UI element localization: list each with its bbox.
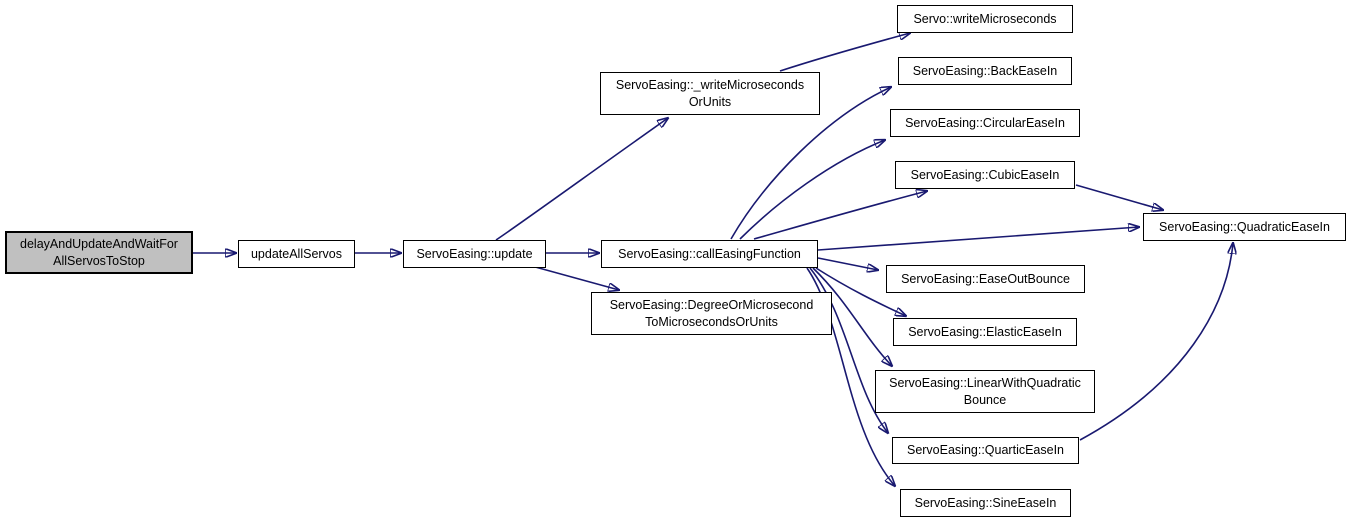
- node-call-easing-function[interactable]: ServoEasing::callEasingFunction: [601, 240, 818, 268]
- node-update-all-servos[interactable]: updateAllServos: [238, 240, 355, 268]
- edge-call-easing-to-elastic-ease-in: [815, 267, 906, 316]
- edge-call-easing-to-sine-ease-in: [806, 267, 895, 486]
- node-degree-or-microsecond-to-microseconds-or-units[interactable]: ServoEasing::DegreeOrMicrosecond ToMicro…: [591, 292, 832, 335]
- edge-call-easing-to-back-ease-in: [730, 87, 891, 240]
- node-elastic-ease-in[interactable]: ServoEasing::ElasticEaseIn: [893, 318, 1077, 346]
- edge-cubic-to-quadratic-ease-in: [1075, 184, 1163, 210]
- node-sine-ease-in[interactable]: ServoEasing::SineEaseIn: [900, 489, 1071, 517]
- node-circular-ease-in[interactable]: ServoEasing::CircularEaseIn: [890, 109, 1080, 137]
- edge-call-easing-to-ease-out-bounce: [817, 257, 878, 270]
- edge-call-easing-to-quadratic-ease-in: [817, 227, 1139, 251]
- node-cubic-ease-in[interactable]: ServoEasing::CubicEaseIn: [895, 161, 1075, 189]
- node-ease-out-bounce[interactable]: ServoEasing::EaseOutBounce: [886, 265, 1085, 293]
- node-servo-easing-update[interactable]: ServoEasing::update: [403, 240, 546, 268]
- edge-call-easing-to-quartic-ease-in: [809, 267, 888, 433]
- edge-call-easing-to-circular-ease-in: [739, 140, 885, 240]
- edge-call-easing-to-cubic-ease-in: [753, 191, 927, 240]
- edge-quartic-to-quadratic-ease-in: [1079, 243, 1233, 441]
- node-quartic-ease-in[interactable]: ServoEasing::QuarticEaseIn: [892, 437, 1079, 464]
- node-linear-with-quadratic-bounce[interactable]: ServoEasing::LinearWithQuadratic Bounce: [875, 370, 1095, 413]
- edge-update-to-degree-or-microsecond: [527, 264, 619, 290]
- edge-call-easing-to-linear-with-quadratic-bounce: [812, 267, 892, 366]
- node-quadratic-ease-in[interactable]: ServoEasing::QuadraticEaseIn: [1143, 213, 1346, 241]
- edge-write-units-to-servo-write-microseconds: [779, 33, 910, 72]
- node-servo-write-microseconds[interactable]: Servo::writeMicroseconds: [897, 5, 1073, 33]
- node-back-ease-in[interactable]: ServoEasing::BackEaseIn: [898, 57, 1072, 85]
- node-write-microseconds-or-units[interactable]: ServoEasing::_writeMicroseconds OrUnits: [600, 72, 820, 115]
- edge-update-to-write-microseconds-or-units: [495, 118, 668, 241]
- node-delay-and-update-and-wait-for-all-servos-to-stop[interactable]: delayAndUpdateAndWaitFor AllServosToStop: [5, 231, 193, 274]
